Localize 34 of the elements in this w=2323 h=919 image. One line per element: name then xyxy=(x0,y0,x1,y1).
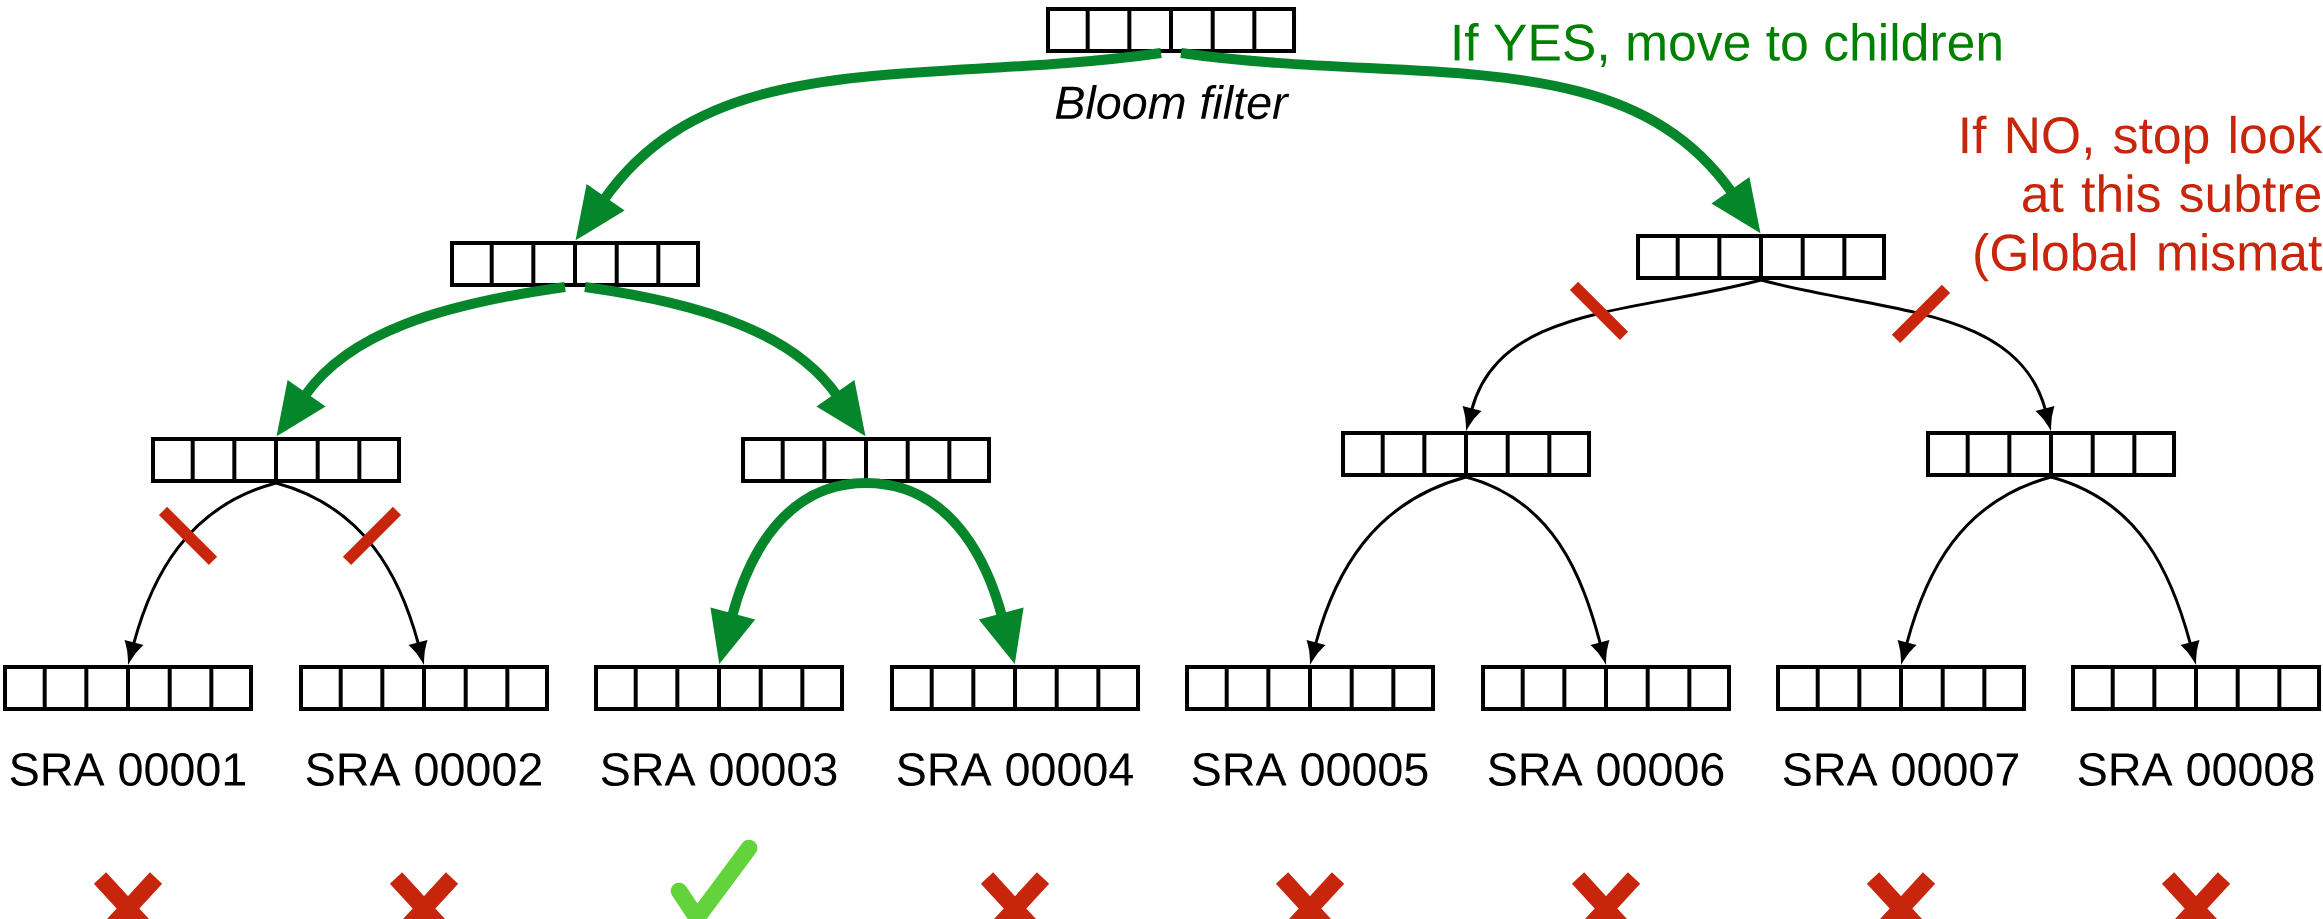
bit-vector xyxy=(1776,665,2027,711)
bit-vector xyxy=(1046,7,1296,53)
bit-vector xyxy=(594,665,844,711)
node-caption: SRA 00006 xyxy=(1488,752,1724,787)
bit-vector xyxy=(1636,234,1887,280)
node-caption: SRA 00005 xyxy=(1192,752,1428,787)
bit-vector xyxy=(299,665,549,711)
bit-vector xyxy=(890,665,1140,711)
node-caption: SRA 00002 xyxy=(306,752,541,787)
bit-vector xyxy=(151,437,401,483)
node-caption: SRA 00004 xyxy=(897,752,1133,787)
arrow xyxy=(1898,475,2052,662)
bit-vector xyxy=(1185,665,1436,711)
arrow xyxy=(1760,278,2054,428)
bit-vector xyxy=(1926,431,2176,477)
node-caption: SRA 00003 xyxy=(601,752,837,787)
arrow xyxy=(125,481,277,662)
arrow xyxy=(1307,475,1467,662)
arrow xyxy=(2050,475,2199,662)
node-caption: SRA 00007 xyxy=(1783,752,2018,787)
arrow xyxy=(1463,278,1762,428)
bit-vector xyxy=(1341,431,1591,477)
bit-vector xyxy=(1481,665,1731,711)
bit-vector xyxy=(3,665,253,711)
node-caption: SRA 00008 xyxy=(2078,752,2314,787)
note-text: If YES, move to children xyxy=(1454,22,2001,67)
node-caption: SRA 00001 xyxy=(10,752,245,787)
arrow xyxy=(275,481,427,662)
node-caption: Bloom filter xyxy=(1055,85,1290,120)
arrow xyxy=(1465,475,1609,662)
note-text: If NO, stop look at this subtre (Global mismat xyxy=(1962,115,2323,282)
bit-vector xyxy=(450,241,700,287)
bit-vector xyxy=(2071,665,2322,711)
bit-vector xyxy=(741,437,991,483)
